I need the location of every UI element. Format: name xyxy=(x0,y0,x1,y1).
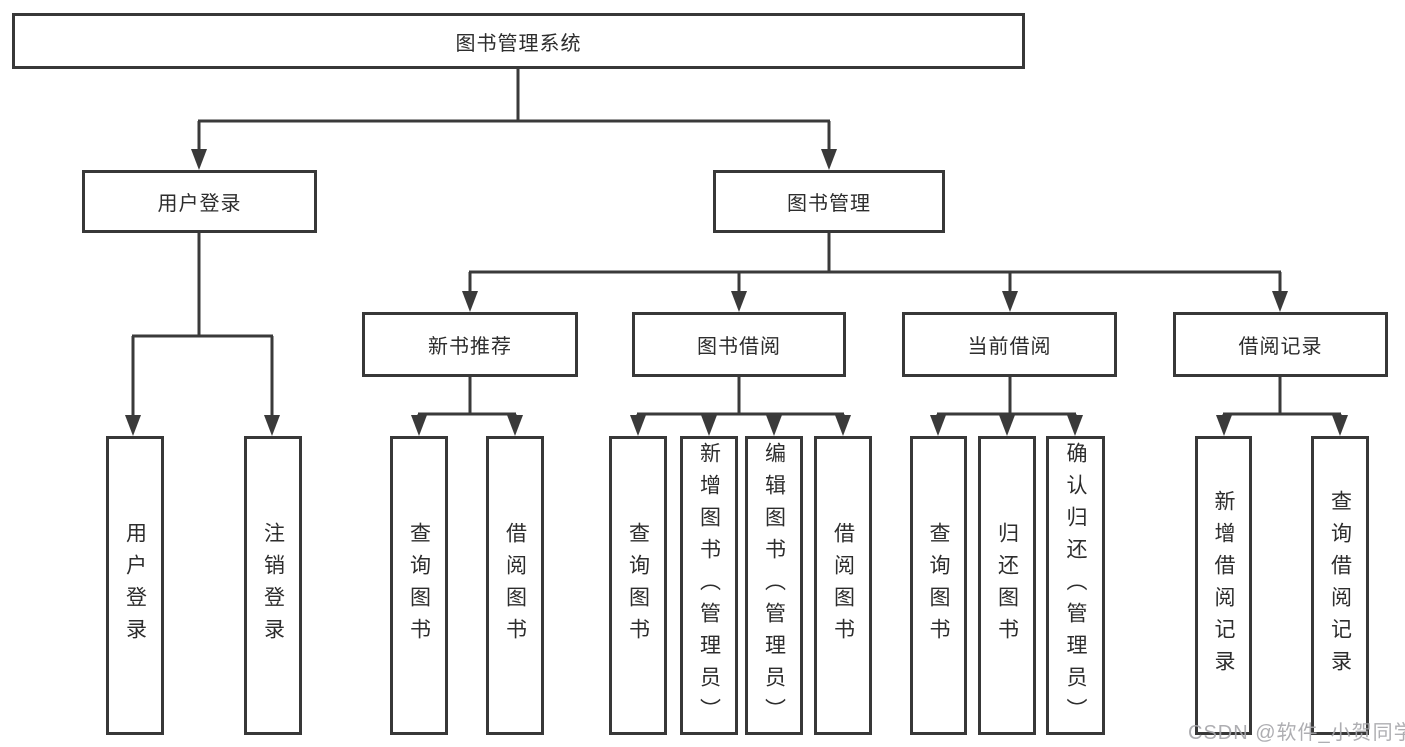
node-borrowing-records: 借阅记录 xyxy=(1173,312,1388,377)
leaf-add-book-admin-label: 新增图书（管理员） xyxy=(697,441,721,730)
leaf-return-book-label: 归还图书 xyxy=(995,521,1019,650)
node-new-book-recommend-label: 新书推荐 xyxy=(428,336,512,358)
node-current-borrowing-label: 当前借阅 xyxy=(967,336,1052,358)
leaf-query-books-recommend-label: 查询图书 xyxy=(407,521,431,650)
leaf-confirm-return-admin-label: 确认归还（管理员） xyxy=(1064,441,1087,730)
leaf-add-book-admin: 新增图书（管理员） xyxy=(680,436,738,735)
leaf-edit-book-admin: 编辑图书（管理员） xyxy=(745,436,803,735)
leaf-borrow-books-recommend: 借阅图书 xyxy=(486,436,544,735)
leaf-query-books-current-label: 查询图书 xyxy=(927,521,950,650)
leaf-query-books-borrowing: 查询图书 xyxy=(609,436,667,735)
leaf-query-books-borrowing-label: 查询图书 xyxy=(626,521,650,650)
node-book-borrowing-label: 图书借阅 xyxy=(697,336,781,358)
node-user-login: 用户登录 xyxy=(82,170,317,233)
leaf-add-borrow-record: 新增借阅记录 xyxy=(1195,436,1252,735)
leaf-user-login: 用户登录 xyxy=(106,436,164,735)
csdn-watermark: CSDN @软件_小贺同学 xyxy=(1188,722,1405,744)
node-book-borrowing: 图书借阅 xyxy=(632,312,846,377)
node-user-login-label: 用户登录 xyxy=(157,193,242,215)
leaf-borrow-books-borrowing: 借阅图书 xyxy=(814,436,872,735)
leaf-user-login-label: 用户登录 xyxy=(123,521,147,650)
node-root-library-system: 图书管理系统 xyxy=(12,13,1025,69)
leaf-query-books-recommend: 查询图书 xyxy=(390,436,448,735)
leaf-borrow-books-recommend-label: 借阅图书 xyxy=(503,521,527,650)
leaf-logout-label: 注销登录 xyxy=(261,521,285,650)
node-book-management-label: 图书管理 xyxy=(787,193,871,215)
node-book-management: 图书管理 xyxy=(713,170,945,233)
leaf-logout: 注销登录 xyxy=(244,436,302,735)
leaf-borrow-books-borrowing-label: 借阅图书 xyxy=(831,521,855,650)
node-borrowing-records-label: 借阅记录 xyxy=(1238,336,1323,358)
node-current-borrowing: 当前借阅 xyxy=(902,312,1117,377)
leaf-edit-book-admin-label: 编辑图书（管理员） xyxy=(762,441,786,730)
leaf-return-book: 归还图书 xyxy=(978,436,1036,735)
leaf-confirm-return-admin: 确认归还（管理员） xyxy=(1046,436,1105,735)
node-root-label: 图书管理系统 xyxy=(455,32,582,55)
leaf-query-borrow-record-label: 查询借阅记录 xyxy=(1328,489,1352,682)
leaf-query-books-current: 查询图书 xyxy=(910,436,967,735)
leaf-add-borrow-record-label: 新增借阅记录 xyxy=(1212,489,1235,682)
node-new-book-recommend: 新书推荐 xyxy=(362,312,578,377)
leaf-query-borrow-record: 查询借阅记录 xyxy=(1311,436,1369,735)
